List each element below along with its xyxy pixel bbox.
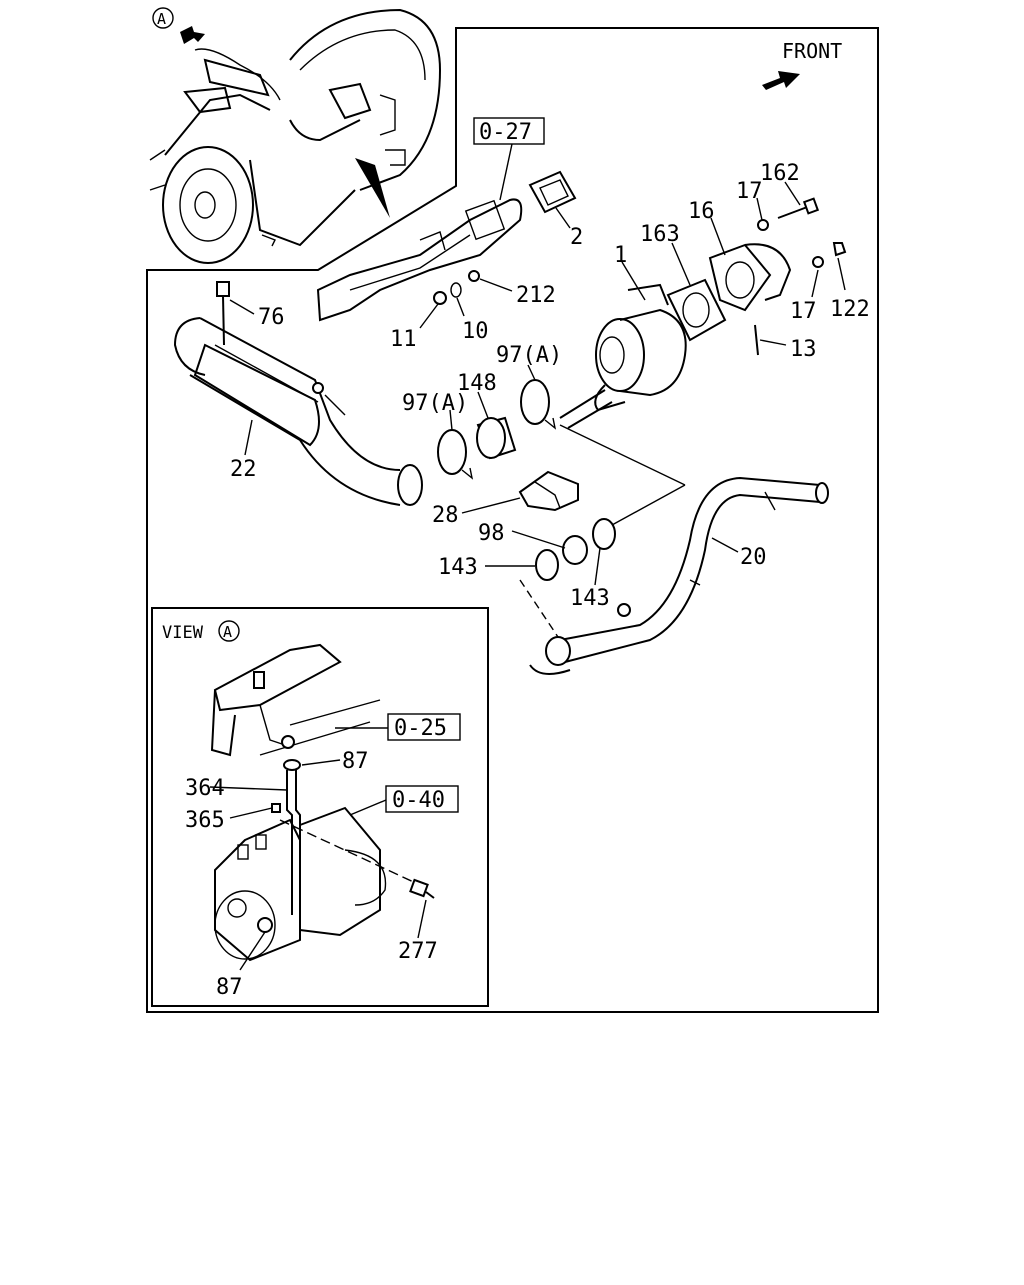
clamp-97a-left [437,429,474,480]
clamp-97a-right [520,379,557,430]
callout-2: 2 [570,225,583,250]
callout-98: 98 [478,521,505,546]
turbo-gasket-163 [666,278,727,342]
main-frame [146,27,879,1013]
callout-163: 163 [640,222,680,247]
heat-shield-28 [461,470,579,514]
engine-sketch [149,8,442,264]
callout-277: 277 [398,939,438,964]
leader-lines-top [229,181,846,346]
exhaust-pipe-20 [529,476,829,675]
callout-10: 10 [462,319,489,344]
hardware-small [433,270,480,305]
exhaust-manifold [316,198,523,322]
reference-0-25-label: 0-25 [394,716,447,741]
bolt-76 [216,281,230,346]
view-a-title: VIEW [162,623,204,643]
sleeve-148 [476,416,517,460]
view-a-arrow-icon [180,26,205,44]
front-label: FRONT [782,39,842,63]
callout-17a: 17 [736,179,763,204]
callout-97a-right: 97(A) [496,343,562,368]
callouts: 162 17 16 163 1 2 212 11 10 76 17 122 13… [230,161,870,611]
callout-212: 212 [516,283,556,308]
turbocharger [559,283,687,429]
front-arrow-icon [762,71,800,90]
callout-148: 148 [457,371,497,396]
reference-0-40 [385,785,459,813]
callout-1: 1 [614,243,627,268]
callout-97a-left: 97(A) [402,391,468,416]
view-a-marker: A [152,7,205,44]
elbow-16 [708,243,792,312]
callout-13: 13 [790,337,817,362]
callout-122: 122 [830,297,870,322]
reference-0-40-label: 0-40 [392,788,445,813]
callout-28: 28 [432,503,459,528]
leader-lines-mid [449,364,686,526]
view-a-marker-letter: A [157,10,166,28]
callout-87-bottom: 87 [216,975,243,1000]
view-a-inset: VIEW A 0-25 87 364 365 0-40 [151,607,489,1007]
reference-0-27: 0-27 [473,117,545,201]
gasket-2 [528,170,577,214]
sleeve-98 [511,530,588,565]
callout-76: 76 [258,305,285,330]
callout-16: 16 [688,199,715,224]
callout-143-right: 143 [570,586,610,611]
callout-22: 22 [230,457,257,482]
callout-11: 11 [390,327,417,352]
callout-162: 162 [760,161,800,186]
callout-143-left: 143 [438,555,478,580]
callout-20: 20 [740,545,767,570]
clamp-143-left [485,549,561,641]
exhaust-pipe-22 [173,317,423,506]
reference-0-25 [387,713,461,741]
callout-365: 365 [185,808,225,833]
callout-17b: 17 [790,299,817,324]
callout-87-top: 87 [342,749,369,774]
clamp-143-right [592,518,616,586]
bolts [754,197,847,356]
view-a-title-marker: A [223,623,232,641]
front-indicator: FRONT [762,39,842,90]
reference-0-27-label: 0-27 [479,120,532,145]
view-direction-arrow-icon [355,158,390,218]
callout-364: 364 [185,776,225,801]
